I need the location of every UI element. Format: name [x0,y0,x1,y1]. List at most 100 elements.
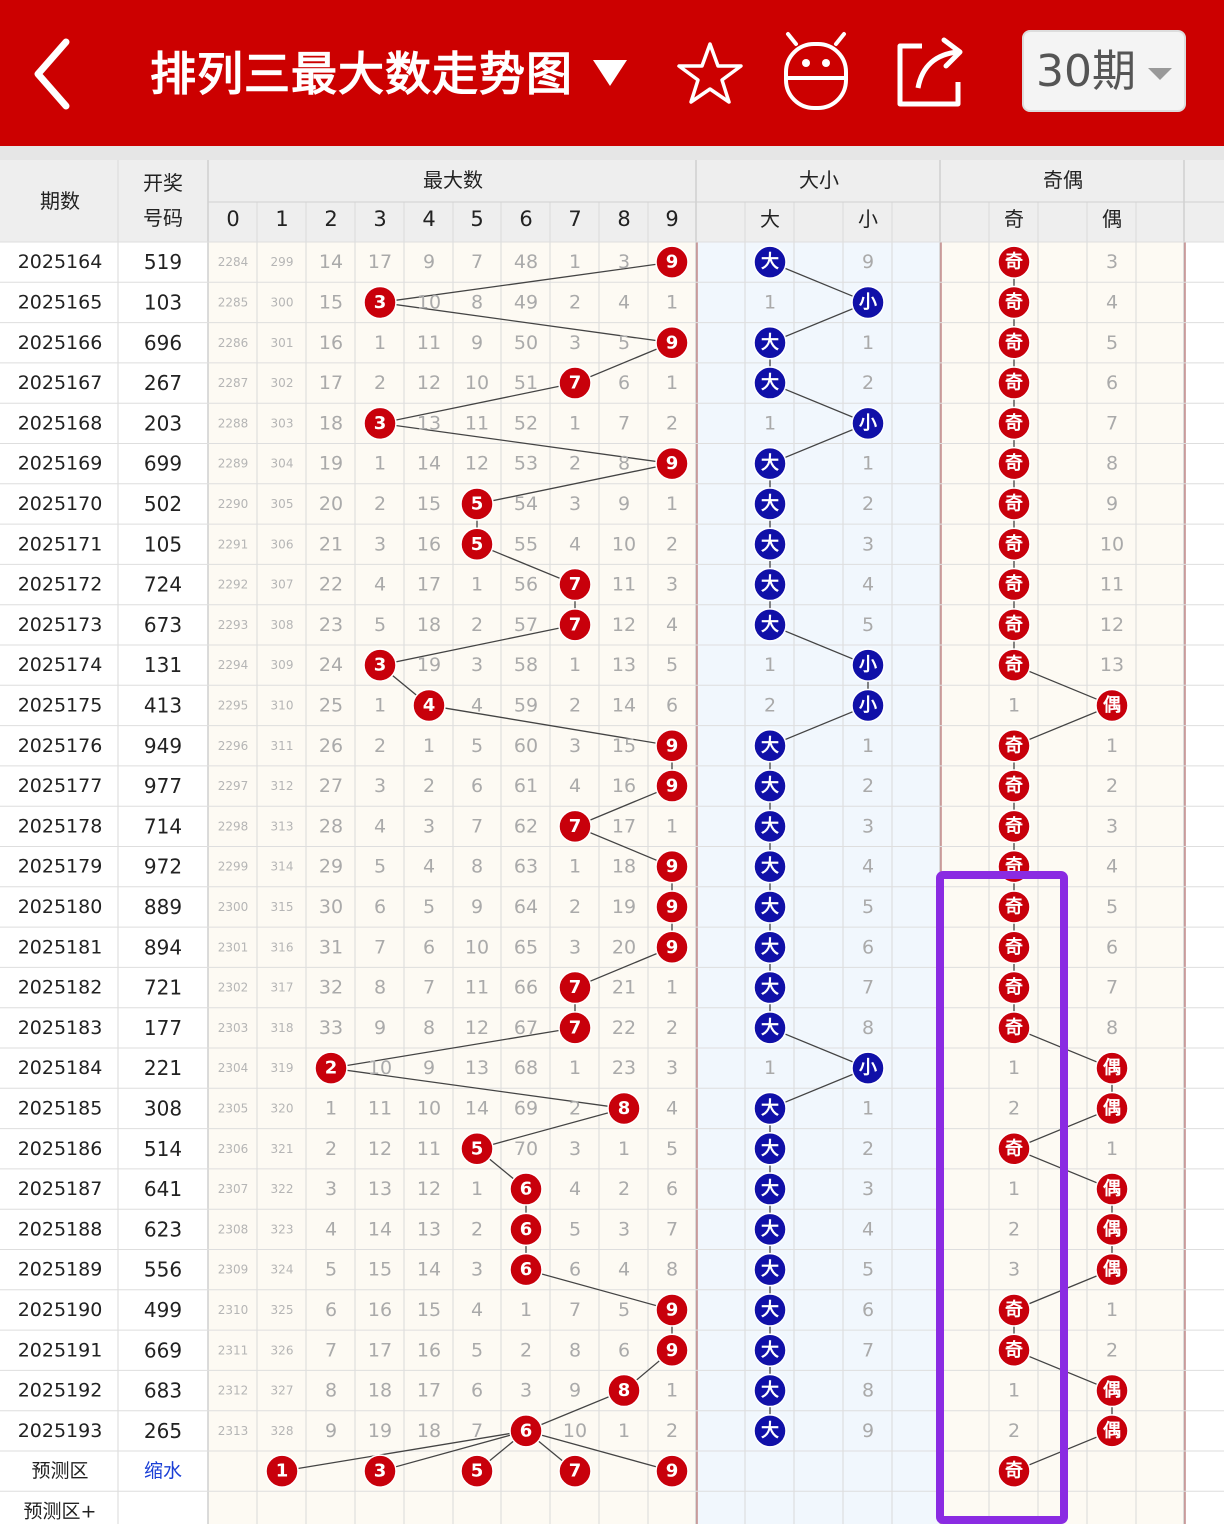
omission-cell: 1 [520,1299,532,1321]
omission-cell: 5 [471,1339,483,1361]
parity-omission-cell: 5 [1106,332,1118,354]
omission-cell: 3 [471,654,483,676]
size-omission-cell: 5 [862,896,874,918]
omission-cell: 16 [612,775,636,797]
omission-cell: 2 [569,694,581,716]
size-big-ball [753,1293,787,1327]
omission-cell: 1 [569,251,581,273]
max-digit-ball [655,326,689,360]
period-cell: 2025188 [18,1218,103,1240]
omission-cell: 320 [271,1101,294,1115]
size-small-ball-label: 小 [859,413,877,434]
size-big-ball [753,1011,787,1045]
digit-header-7: 7 [568,207,581,231]
size-omission-cell: 4 [862,574,874,596]
draw-number-cell: 514 [144,1137,182,1161]
parity-odd-ball [997,487,1031,521]
omission-cell: 16 [417,1339,441,1361]
prediction-ball-label: 9 [666,1461,679,1482]
digit-header-4: 4 [422,207,435,231]
omission-cell: 3 [520,1380,532,1402]
draw-number-cell: 499 [144,1298,182,1322]
size-omission-cell: 6 [862,936,874,958]
draw-number-cell: 714 [144,814,182,838]
max-digit-ball-label: 8 [618,1098,631,1119]
star-favorite-icon[interactable] [676,40,744,106]
size-big-ball-label: 大 [761,1218,779,1240]
draw-number-cell: 683 [144,1379,182,1403]
size-omission-cell: 2 [862,775,874,797]
android-robot-icon[interactable] [780,30,852,112]
parity-odd-ball [997,809,1031,844]
dropdown-triangle-icon[interactable] [590,56,630,90]
share-icon[interactable] [892,36,968,110]
parity-odd-ball-label: 奇 [1005,533,1023,555]
parity-even-ball-label: 偶 [1103,1218,1121,1240]
omission-cell: 64 [514,896,538,918]
omission-cell: 15 [417,1299,441,1321]
max-digit-ball-label: 5 [471,493,484,514]
omission-cell: 23 [319,614,343,636]
parity-omission-cell: 1 [1106,1138,1118,1160]
omission-cell: 13 [612,654,636,676]
draw-number-cell: 556 [144,1258,182,1282]
omission-cell: 3 [618,251,630,273]
max-digit-ball-label: 6 [520,1259,533,1280]
size-big-ball-label: 大 [761,331,779,353]
omission-cell: 18 [612,856,636,878]
size-big-ball-label: 大 [761,1339,779,1361]
parity-omission-cell: 2 [1008,1097,1020,1119]
omission-cell: 11 [417,1138,441,1160]
omission-cell: 8 [325,1380,337,1402]
omission-cell: 3 [569,735,581,757]
parity-odd-ball-label: 奇 [1005,1016,1023,1038]
parity-omission-cell: 7 [1106,412,1118,434]
draw-number-cell: 103 [144,290,182,314]
omission-cell: 300 [271,295,294,309]
omission-cell: 306 [271,537,294,551]
period-cell: 2025176 [18,735,103,757]
omission-cell: 2301 [218,940,249,954]
shrink-link[interactable]: 缩水 [144,1460,182,1482]
omission-cell: 3 [569,332,581,354]
omission-cell: 4 [666,614,678,636]
parity-omission-cell: 4 [1106,856,1118,878]
period-cell: 2025193 [18,1420,103,1442]
size-omission-cell: 2 [862,493,874,515]
omission-cell: 5 [374,614,386,636]
omission-cell: 9 [618,493,630,515]
page-title[interactable]: 排列三最大数走势图 [150,40,573,108]
max-digit-ball [558,366,592,400]
omission-cell: 1 [374,332,386,354]
parity-odd-ball [997,326,1031,360]
prediction-ball-label: 3 [374,1461,387,1482]
parity-omission-cell: 9 [1106,493,1118,515]
max-digit-ball-label: 3 [374,655,387,676]
size-omission-cell: 1 [764,412,776,434]
parity-odd-ball [997,1293,1031,1327]
omission-cell: 323 [271,1222,294,1236]
period-cell: 2025178 [18,815,103,837]
omission-cell: 58 [514,654,538,676]
parity-omission-cell: 4 [1106,291,1118,313]
parity-even-ball [1095,1172,1129,1206]
omission-cell: 8 [471,856,483,878]
period-count-select[interactable]: 30期 [1022,30,1186,112]
parity-omission-cell: 6 [1106,372,1118,394]
size-big-ball-label: 大 [761,1258,779,1280]
size-big-ball [753,366,787,400]
omission-cell: 10 [417,291,441,313]
parity-omission-cell: 3 [1008,1259,1020,1281]
size-omission-cell: 6 [862,1299,874,1321]
omission-cell: 5 [666,654,678,676]
omission-cell: 33 [319,1017,343,1039]
omission-cell: 2290 [218,497,249,511]
parity-odd-ball [997,608,1031,642]
omission-cell: 8 [423,1017,435,1039]
omission-cell: 4 [374,574,386,596]
omission-cell: 54 [514,493,538,515]
size-omission-cell: 2 [862,372,874,394]
back-arrow-icon[interactable] [28,36,78,112]
omission-cell: 55 [514,533,538,555]
parity-odd-ball [997,446,1031,481]
